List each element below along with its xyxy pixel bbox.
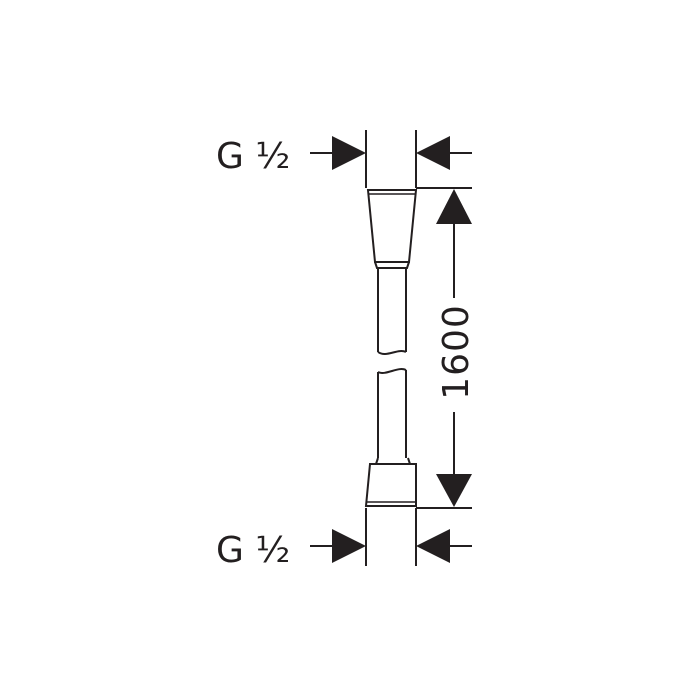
top-diameter-dimension [310, 130, 472, 188]
top-left-arrow [332, 136, 366, 170]
length-dimension [416, 187, 472, 509]
top-connector-nut [366, 189, 418, 263]
bottom-diameter-dimension [310, 508, 472, 566]
bottom-connector-nut [364, 463, 417, 507]
top-right-arrow [416, 136, 450, 170]
bottom-left-arrow [332, 529, 366, 563]
length-top-arrow [436, 189, 472, 224]
shower-hose [364, 189, 418, 507]
length-bottom-arrow [436, 474, 472, 507]
length-label: 1600 [436, 304, 477, 400]
top-thread-label: G ½ [216, 136, 290, 177]
hose-break-top [377, 350, 407, 355]
bottom-thread-label: G ½ [216, 530, 290, 571]
hose-break-bottom [377, 368, 407, 374]
bottom-right-arrow [416, 529, 450, 563]
